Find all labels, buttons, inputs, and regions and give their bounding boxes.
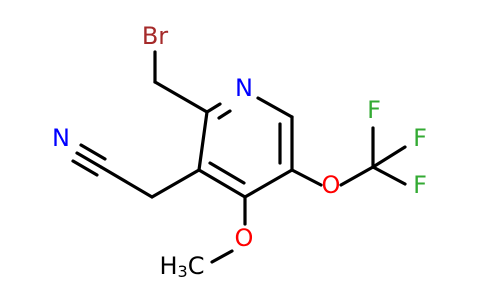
methyl-c-label: C: [188, 252, 205, 280]
bond-c2-n1-double: [217, 109, 232, 120]
bromine-label: Br: [142, 22, 168, 50]
bond-c3-ch2: [150, 168, 201, 199]
methyl-label: H3C: [160, 252, 205, 281]
ring-nitrogen-label: N: [235, 74, 253, 102]
bond-ch2-cn: [99, 165, 154, 199]
bond-cn-triple-c: [79, 143, 107, 161]
nitrile-nitrogen-label: N: [52, 124, 70, 152]
bond-cf3-f-lower: [371, 165, 407, 186]
methyl-h-label: H: [160, 252, 178, 280]
bond-n1-c6: [256, 96, 294, 119]
bond-c4-c3-double: [208, 161, 246, 185]
methoxy-oxygen-label: O: [235, 224, 254, 252]
bond-c5-c4: [243, 168, 294, 199]
bond-c5-o: [290, 168, 323, 187]
bond-group: [71, 50, 407, 264]
bond-c3-c2: [197, 110, 209, 172]
fluorine-upper-label: F: [413, 124, 427, 152]
bond-cn-triple-b: [71, 159, 99, 177]
fluorine-top-label: F: [367, 96, 381, 124]
atom-label-group: Br N N O F F F O H3C: [52, 22, 427, 281]
bond-c2-n1: [205, 102, 222, 114]
bond-o-cf3: [339, 165, 375, 187]
methyl-subscript: 3: [178, 262, 188, 281]
bond-cn-triple-a: [75, 151, 103, 169]
fluorine-lower-label: F: [413, 171, 427, 199]
ether-oxygen-label: O: [322, 171, 341, 199]
bond-o-ch3: [210, 249, 234, 264]
bond-c4-c3-single: [197, 168, 247, 199]
bond-cf3-f-upper: [371, 145, 407, 169]
bond-c2-ch2: [153, 80, 209, 114]
